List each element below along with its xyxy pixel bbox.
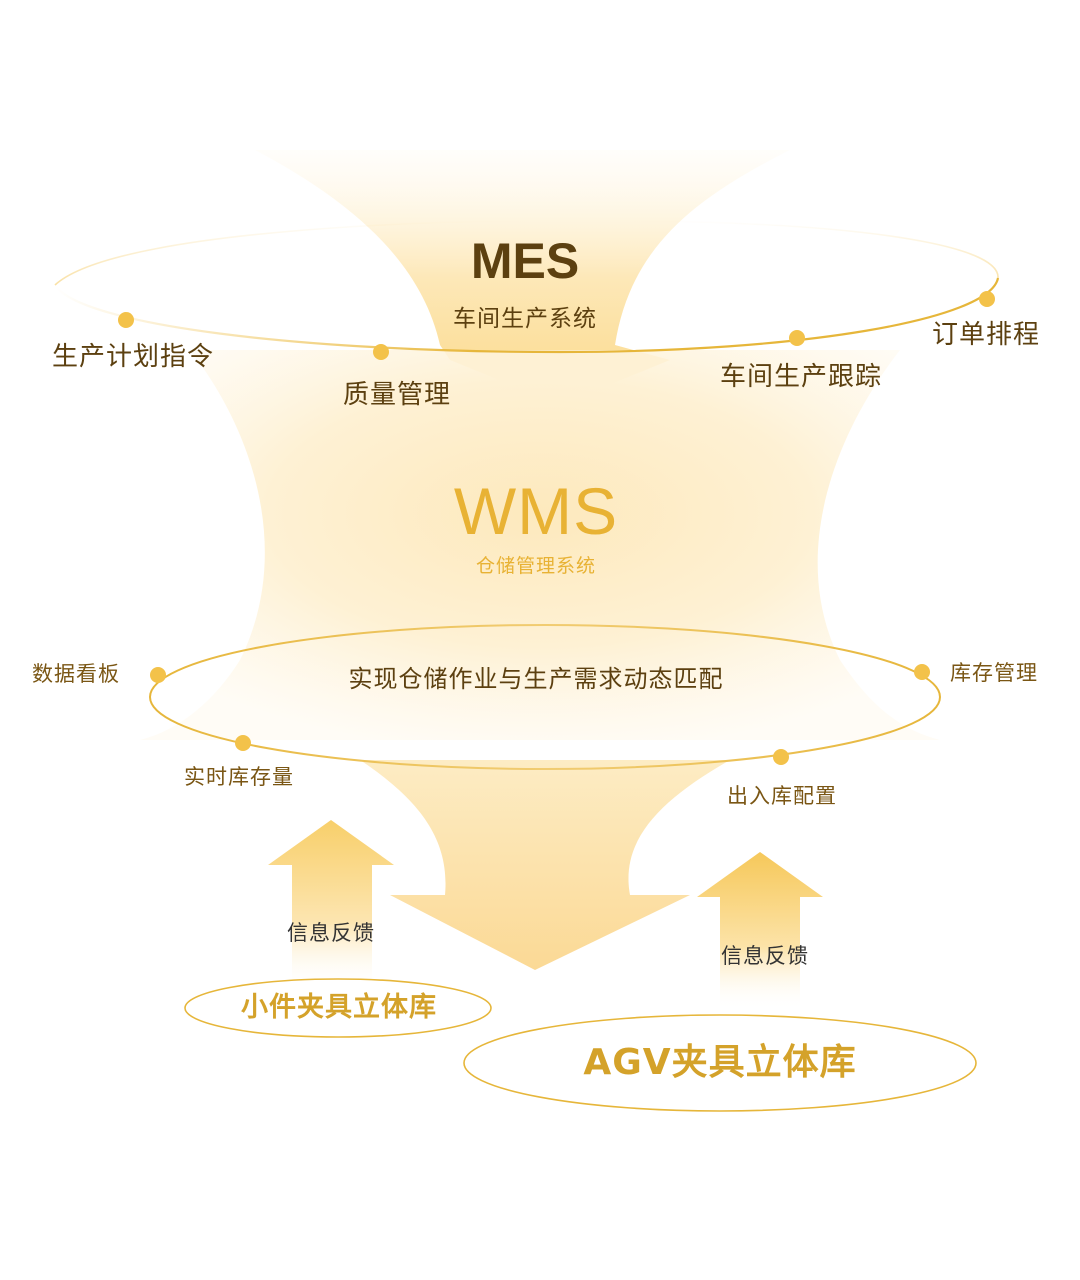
dot-dashboard (150, 667, 166, 683)
mes-subtitle: 车间生产系统 (453, 306, 597, 332)
wms-subtitle: 仓储管理系统 (475, 555, 596, 577)
dot-realtime-stock (235, 735, 251, 751)
feedback-left-label: 信息反馈 (287, 921, 375, 945)
agv-store-label: AGV夹具立体库 (583, 1042, 857, 1083)
dot-plan (118, 312, 134, 328)
small-store-ring (184, 978, 492, 1038)
dot-schedule (979, 291, 995, 307)
wms-body-shape (140, 350, 940, 740)
dot-inventory (914, 664, 930, 680)
feedback-arrow-left (268, 820, 394, 990)
wms-title: WMS (453, 474, 619, 548)
wms-item-inout-config: 出入库配置 (727, 784, 837, 808)
mes-title: MES (470, 233, 580, 289)
feedback-right-label: 信息反馈 (721, 944, 809, 968)
mes-ring-back (54, 219, 999, 286)
wms-ring (149, 624, 941, 770)
wms-item-dashboard: 数据看板 (32, 662, 120, 686)
small-store-label: 小件夹具立体库 (241, 992, 437, 1023)
mes-item-schedule: 订单排程 (932, 320, 1041, 350)
wms-item-realtime-stock: 实时库存量 (184, 765, 294, 789)
agv-store-ring (463, 1014, 977, 1112)
wms-goal: 实现仓储作业与生产需求动态匹配 (348, 665, 724, 693)
dot-tracking (789, 330, 805, 346)
mes-item-quality: 质量管理 (343, 380, 452, 410)
wms-output-funnel-shape (360, 760, 730, 970)
dot-inout-config (773, 749, 789, 765)
mes-funnel-shape (255, 150, 790, 405)
mes-item-plan: 生产计划指令 (52, 342, 215, 372)
mes-item-tracking: 车间生产跟踪 (720, 362, 883, 392)
wms-item-inventory: 库存管理 (950, 661, 1038, 685)
dot-quality (373, 344, 389, 360)
feedback-arrow-right (697, 852, 823, 1010)
